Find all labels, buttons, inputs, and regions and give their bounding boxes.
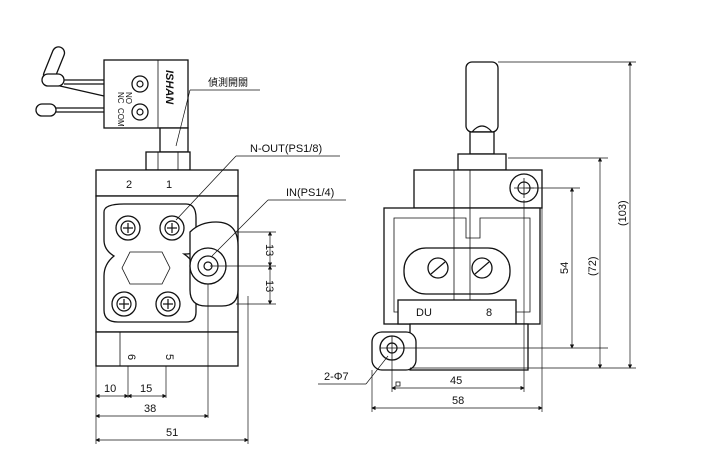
right-dimensions: 45 58 54 (72) (103): [371, 61, 636, 412]
dim-58: 58: [452, 395, 464, 407]
port-label-5: 5: [163, 354, 175, 360]
terminal-nc: NC: [116, 92, 125, 104]
in-port-label: IN(PS1/4): [286, 187, 334, 199]
dim-51: 51: [166, 427, 178, 439]
port-label-2: 2: [126, 179, 132, 191]
dim-103: (103): [617, 200, 629, 226]
dim-15: 15: [140, 383, 152, 395]
valve-body-front: 2 1 6 5: [95, 169, 239, 367]
dim-38: 38: [144, 403, 156, 415]
brand-logo: ISHAN: [163, 70, 175, 105]
bolt-holes-label: 2-Φ7: [324, 371, 349, 383]
n-out-label: N-OUT(PS1/8): [250, 143, 322, 155]
cable-plugs: [35, 46, 105, 117]
dim-13-upper: 13: [263, 244, 275, 256]
dim-13-lower: 13: [263, 280, 275, 292]
left-view: NC NO COM ISHAN 2 1 6 5: [35, 46, 346, 444]
terminal-no: NO: [124, 92, 133, 104]
du-label: DU: [416, 307, 432, 319]
dim-10: 10: [104, 383, 116, 395]
left-callouts: 偵測開關 N-OUT(PS1/8) IN(PS1/4): [175, 76, 346, 257]
dim-54: 54: [559, 262, 571, 274]
left-dimensions: 10 15 38 51 13 13: [95, 231, 276, 444]
dim-72: (72): [587, 256, 599, 276]
du-number: 8: [486, 307, 492, 319]
port-label-1: 1: [166, 179, 172, 191]
right-view: DU 8 45 58 54 (72): [318, 61, 636, 412]
dim-45: 45: [450, 375, 462, 387]
port-label-6: 6: [125, 354, 137, 360]
detection-switch: NC NO COM ISHAN: [103, 59, 191, 171]
terminal-com: COM: [116, 108, 125, 127]
switch-label: 偵測開關: [208, 76, 248, 89]
